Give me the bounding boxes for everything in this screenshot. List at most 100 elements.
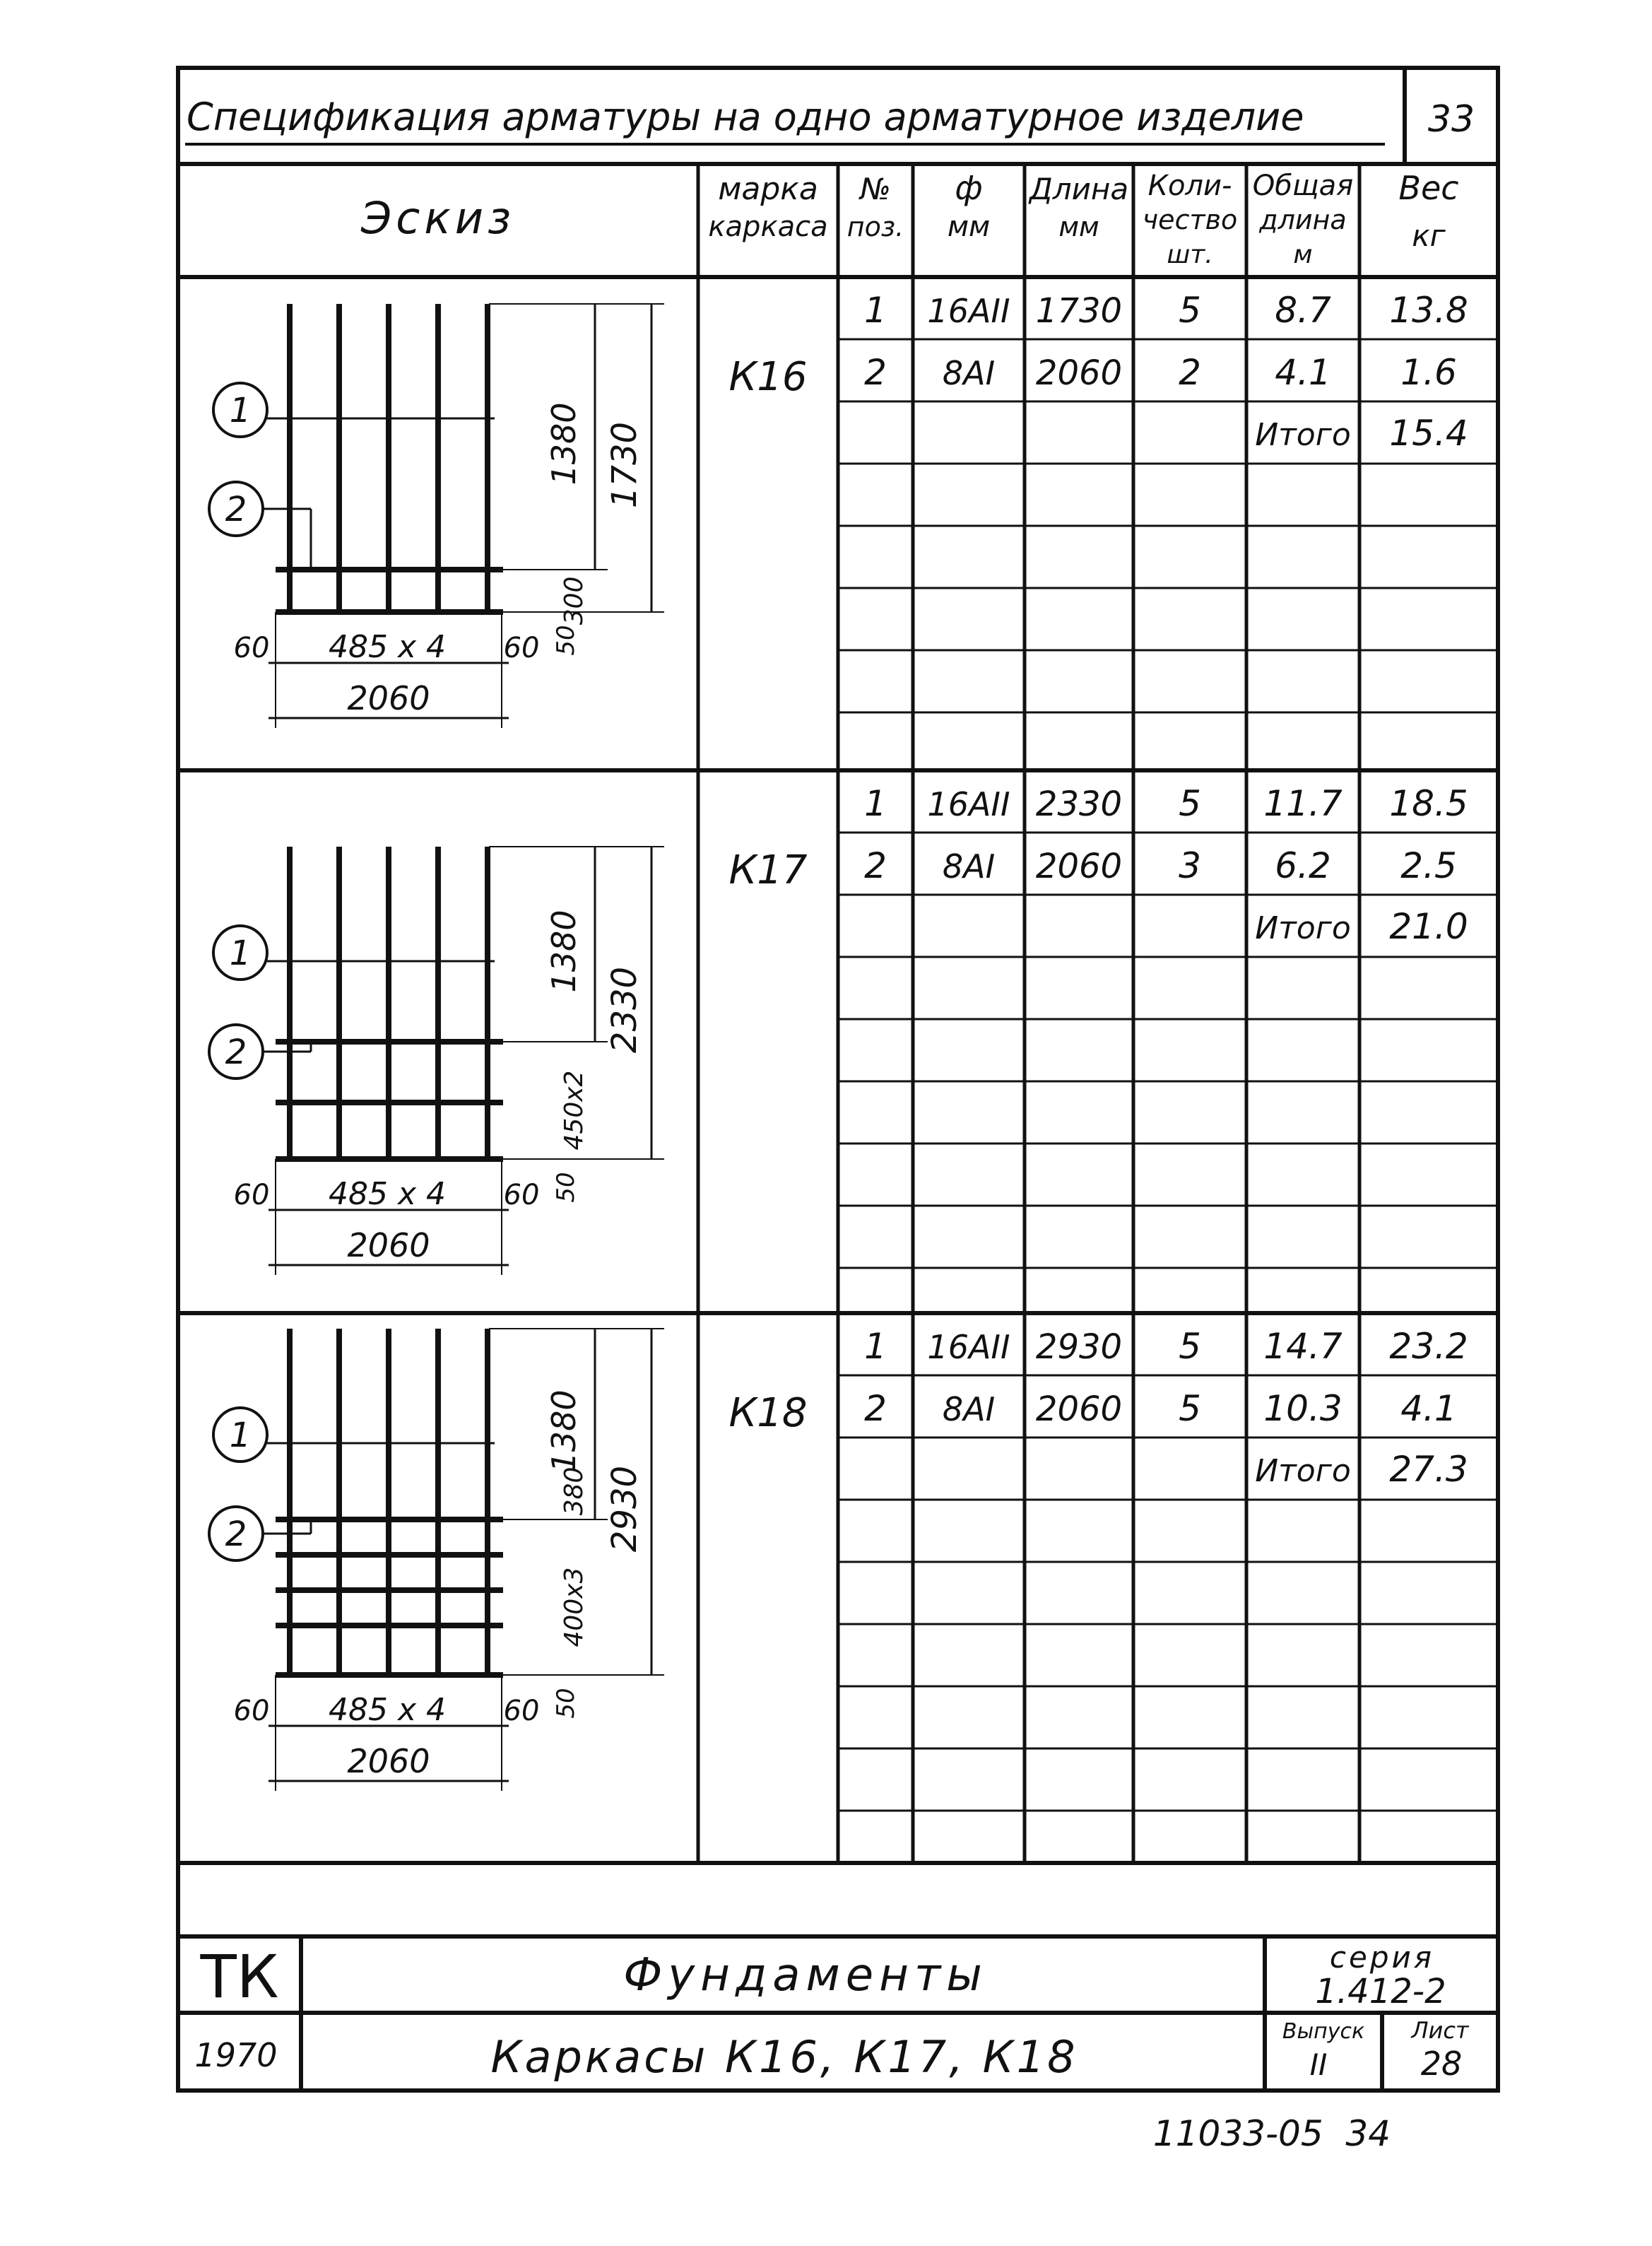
tb-org: ТК [200, 1942, 279, 2011]
col-header-total-3: м [1293, 240, 1312, 269]
dim-mid: 380 [560, 1467, 589, 1516]
dim-lower: 400x3 [560, 1568, 589, 1647]
dim-right: 60 [504, 1695, 540, 1727]
cell-total-length: 4.1 [1275, 352, 1331, 393]
callout-circle [212, 1406, 269, 1463]
tb-series-label: серия [1330, 1940, 1434, 1975]
tb-issue-label: Выпуск [1282, 2019, 1364, 2044]
dim-bottom: 50 [552, 625, 580, 655]
cell-total-length: 10.3 [1263, 1388, 1342, 1429]
col-header-weight-1: Вес [1398, 169, 1458, 207]
cell-total-length: 8.7 [1275, 290, 1331, 331]
callout-circle [212, 924, 269, 981]
tb-series: 1.412-2 [1315, 1972, 1446, 2011]
cell-diam: 8АI [943, 847, 995, 886]
dim-full: 1730 [605, 422, 644, 508]
total-label: Итого [1255, 417, 1351, 453]
title-block-lines [299, 1936, 1498, 2091]
cell-qty: 5 [1179, 1326, 1201, 1367]
total-label: Итого [1255, 1453, 1351, 1489]
callout-number: 2 [225, 1515, 247, 1554]
sheet-frame [176, 66, 1500, 2093]
cell-diam: 16АII [927, 292, 1010, 330]
tb-sheet: 28 [1421, 2045, 1463, 2083]
callout-circle [212, 382, 269, 438]
title-block: ТК 1970 Фундаменты Каркасы К16, К17, К18… [194, 1940, 1469, 2083]
total-label: Итого [1255, 910, 1351, 946]
tb-name: Фундаменты [623, 1949, 988, 2001]
cell-qty: 5 [1179, 290, 1201, 331]
dim-full: 2330 [605, 967, 644, 1053]
col-header-qty-3: шт. [1167, 240, 1213, 269]
col-header-diam-2: мм [948, 211, 990, 243]
cell-diam: 16АII [927, 785, 1010, 823]
cell-weight: 18.5 [1389, 783, 1468, 824]
cell-qty: 3 [1179, 845, 1201, 886]
mark-label: К18 [728, 1390, 807, 1436]
callout-number: 2 [225, 490, 247, 529]
mark-label: К17 [728, 847, 807, 893]
dim-right: 60 [504, 632, 540, 664]
cell-diam: 16АII [927, 1328, 1010, 1366]
col-header-weight-2: кг [1412, 218, 1446, 253]
total-value: 15.4 [1389, 413, 1468, 454]
dim-upper: 1380 [545, 910, 583, 992]
dim-left: 60 [234, 1695, 270, 1727]
column-headers: Эскиз марка каркаса № поз. ф мм Длина мм… [360, 169, 1459, 269]
col-header-total-2: длина [1258, 204, 1346, 235]
col-header-mark-2: каркаса [708, 211, 827, 243]
tb-issue: II [1310, 2047, 1328, 2082]
cell-pos: 1 [864, 1326, 887, 1367]
cell-qty: 5 [1179, 1388, 1201, 1429]
dim-bottom: 50 [552, 1172, 580, 1202]
col-header-qty-2: чество [1143, 204, 1238, 235]
callout-number: 1 [230, 934, 252, 973]
cell-weight: 1.6 [1400, 352, 1457, 393]
callout-number: 1 [230, 391, 252, 430]
dim-width: 2060 [347, 1226, 430, 1264]
dim-right: 60 [504, 1179, 540, 1211]
col-header-mark-1: марка [718, 171, 818, 207]
col-header-length-2: мм [1058, 211, 1099, 242]
col-header-diam-1: ф [955, 169, 982, 207]
dim-width: 2060 [347, 679, 430, 717]
dim-spacing: 485 x 4 [329, 1176, 446, 1212]
cell-total-length: 11.7 [1263, 783, 1343, 824]
cell-length: 1730 [1036, 291, 1122, 331]
page-number: 33 [1428, 98, 1475, 141]
total-value: 21.0 [1389, 906, 1468, 947]
dim-left: 60 [234, 1179, 270, 1211]
col-header-qty-1: Коли- [1148, 170, 1232, 202]
cell-pos: 2 [864, 845, 887, 886]
col-header-pos-1: № [859, 172, 891, 206]
cell-weight: 13.8 [1389, 290, 1468, 331]
total-row: Итого 15.4 [1255, 413, 1468, 454]
dim-lower: 450x2 [560, 1071, 589, 1151]
spec-title: Спецификация арматуры на одно арматурное… [187, 95, 1304, 139]
cell-diam: 8АI [943, 354, 995, 392]
col-header-total-1: Общая [1253, 170, 1353, 202]
cell-weight: 4.1 [1400, 1388, 1457, 1429]
cell-total-length: 14.7 [1263, 1326, 1343, 1367]
column-lines [696, 164, 1362, 1863]
mark-label: К16 [728, 354, 807, 400]
footer-code: 11033-05 34 [1153, 2113, 1391, 2154]
cell-weight: 23.2 [1389, 1326, 1468, 1367]
dim-bottom: 50 [552, 1688, 580, 1718]
dim-upper: 1380 [545, 402, 583, 485]
cell-length: 2060 [1036, 847, 1122, 886]
dim-width: 2060 [347, 1742, 430, 1780]
cell-length: 2060 [1036, 1389, 1122, 1429]
total-row: Итого 21.0 [1255, 906, 1468, 947]
col-header-sketch: Эскиз [360, 192, 515, 244]
